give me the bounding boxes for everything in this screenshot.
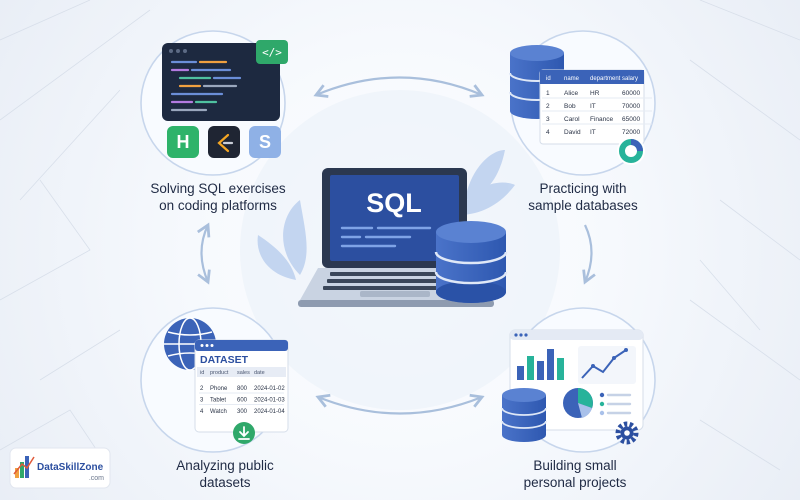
background-lines [0,0,800,471]
node-coding-platforms: </> H S Solving SQL exercises on coding … [140,30,288,213]
logo-bars-icon [13,456,35,478]
hackerrank-letter: H [177,132,190,152]
legend-lines [599,392,632,416]
brand-logo[interactable]: DataSkillZone .com [9,447,111,489]
sample-db-label-line-2: sample databases [528,198,638,213]
dataset-table-cell: Phone [210,386,228,392]
sql-title: SQL [366,188,422,218]
arrow-bottom [315,393,485,415]
employee-table-cell: 4 [546,129,550,136]
employee-table-cell: Carol [564,116,580,123]
projects-label-line-1: Building small [533,458,616,473]
dataset-table-cell: 2024-01-04 [254,409,285,415]
laptop-base [298,300,494,307]
dataset-table-cell: Tablet [210,398,226,404]
employee-table-cell: 70000 [622,103,640,110]
code-tag-icon: </> [262,46,282,59]
employee-table-cell: 65000 [622,116,640,123]
employee-table-cell: Bob [564,103,576,110]
arrow-right [582,224,596,285]
database-icon [434,221,508,303]
stratascratch-icon[interactable] [249,126,281,158]
dataset-table-cell: 2 [200,386,204,392]
line-chart-icon [578,346,636,384]
keyboard-keys [323,272,465,290]
node-public-datasets: DATASET id product sales date 2 Phone 800 2024-… [140,307,289,490]
dataset-header-cell: id [200,370,204,376]
employee-header-cell: id [546,76,551,82]
screen-code-lines [340,226,432,248]
dataset-table-cell: Watch [210,409,227,415]
brand-name: DataSkillZone [37,462,104,473]
gear-icon [615,421,639,445]
pie-chart-icon [563,388,593,418]
public-data-label-line-2: datasets [199,475,250,490]
projects-label-line-2: personal projects [524,475,627,490]
download-icon[interactable] [233,422,255,444]
employee-table-cell: David [564,129,581,136]
node-personal-projects: Building small personal projects [501,307,656,490]
employee-table-cell: 60000 [622,90,640,97]
employee-table-cell: 72000 [622,129,640,136]
dataset-table-cell: 4 [200,409,204,415]
code-lines [170,60,242,112]
stratascratch-letter: S [259,132,271,152]
center-laptop: SQL [257,150,515,307]
employee-header-cell: name [564,76,580,82]
dataset-card: DATASET id product sales date 2 Phone 800 2024-… [194,339,289,433]
leaf-decoration [257,150,515,280]
employee-header-cell: salary [622,76,638,82]
bar-chart-icon [517,349,564,380]
arrow-top [313,76,485,98]
trackpad [360,291,430,297]
coding-label-line-2: on coding platforms [159,198,277,213]
dataset-table-cell: 3 [200,398,204,404]
brand-suffix: .com [89,475,104,482]
dataset-header-cell: date [254,370,265,376]
employee-table-cell: Finance [590,116,614,123]
employee-table-cell: 2 [546,103,550,110]
employee-table-cell: 1 [546,90,550,97]
laptop-screen [330,175,459,261]
dataset-table-cell: 800 [237,386,248,392]
employee-table-cell: HR [590,90,600,97]
employee-table-cell: 3 [546,116,550,123]
employee-table-cell: Alice [564,90,578,97]
code-tag-badge [256,40,288,64]
dataset-table-cell: 600 [237,398,248,404]
dataset-table-cell: 2024-01-02 [254,386,285,392]
dataset-header-cell: product [210,370,229,376]
dataset-header-cell: sales [237,370,250,376]
donut-chart-icon [617,137,645,165]
employee-header-cell: department [590,76,621,82]
dataset-table-cell: 2024-01-03 [254,398,285,404]
employee-table-cell: IT [590,103,596,110]
leetcode-glyph [217,133,234,153]
dataset-table-cell: 300 [237,409,248,415]
dataset-title: DATASET [200,354,249,366]
arrow-left [196,222,211,285]
hackerrank-icon[interactable] [167,126,199,158]
project-database-icon [501,388,547,442]
window-dots [169,49,187,53]
sample-db-label-line-1: Practicing with [539,181,626,196]
employee-table-cell: IT [590,129,596,136]
public-data-label-line-1: Analyzing public [176,458,274,473]
coding-label-line-1: Solving SQL exercises [150,181,286,196]
cycle-arrows [196,76,596,415]
